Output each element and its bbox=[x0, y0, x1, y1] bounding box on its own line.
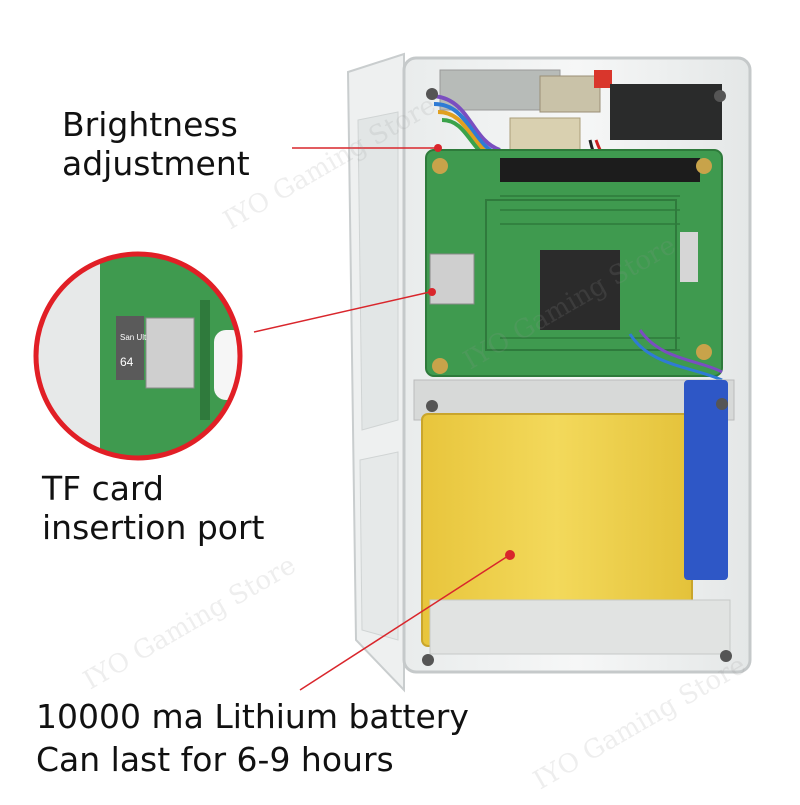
battery-callout-line bbox=[299, 555, 509, 691]
brightness-label-line2: adjustment bbox=[62, 144, 250, 183]
tf-card-label-line1: TF card bbox=[42, 469, 164, 508]
battery-label-line2: Can last for 6-9 hours bbox=[36, 740, 394, 779]
tf-card-callout-line bbox=[253, 291, 431, 333]
brightness-callout-dot bbox=[434, 144, 442, 152]
callout-lines bbox=[253, 147, 509, 691]
tf-card-callout-dot bbox=[428, 288, 436, 296]
brightness-adjustment-label: Brightness adjustment bbox=[62, 108, 250, 180]
battery-label: 10000 ma Lithium battery Can last for 6-… bbox=[36, 700, 469, 776]
top-components bbox=[429, 69, 722, 231]
raspberry-pi-board bbox=[425, 149, 723, 419]
case-screws bbox=[422, 88, 732, 666]
brightness-label-line1: Brightness bbox=[62, 105, 238, 144]
inset-card-size: 64 bbox=[120, 355, 134, 369]
inset-card-brand: San Ult bbox=[120, 333, 147, 342]
tf-card-label-line2: insertion port bbox=[42, 508, 265, 547]
tf-card-port-label: TF card insertion port bbox=[42, 472, 265, 544]
lithium-battery bbox=[413, 379, 735, 655]
tf-card-zoom-inset: San Ult 64 bbox=[33, 251, 243, 461]
watermark-text: IYO Gaming Store bbox=[79, 550, 302, 696]
acrylic-case-side bbox=[346, 52, 405, 693]
battery-label-line1: 10000 ma Lithium battery bbox=[36, 697, 469, 736]
battery-callout-dot bbox=[505, 550, 515, 560]
callout-dots bbox=[428, 144, 515, 560]
